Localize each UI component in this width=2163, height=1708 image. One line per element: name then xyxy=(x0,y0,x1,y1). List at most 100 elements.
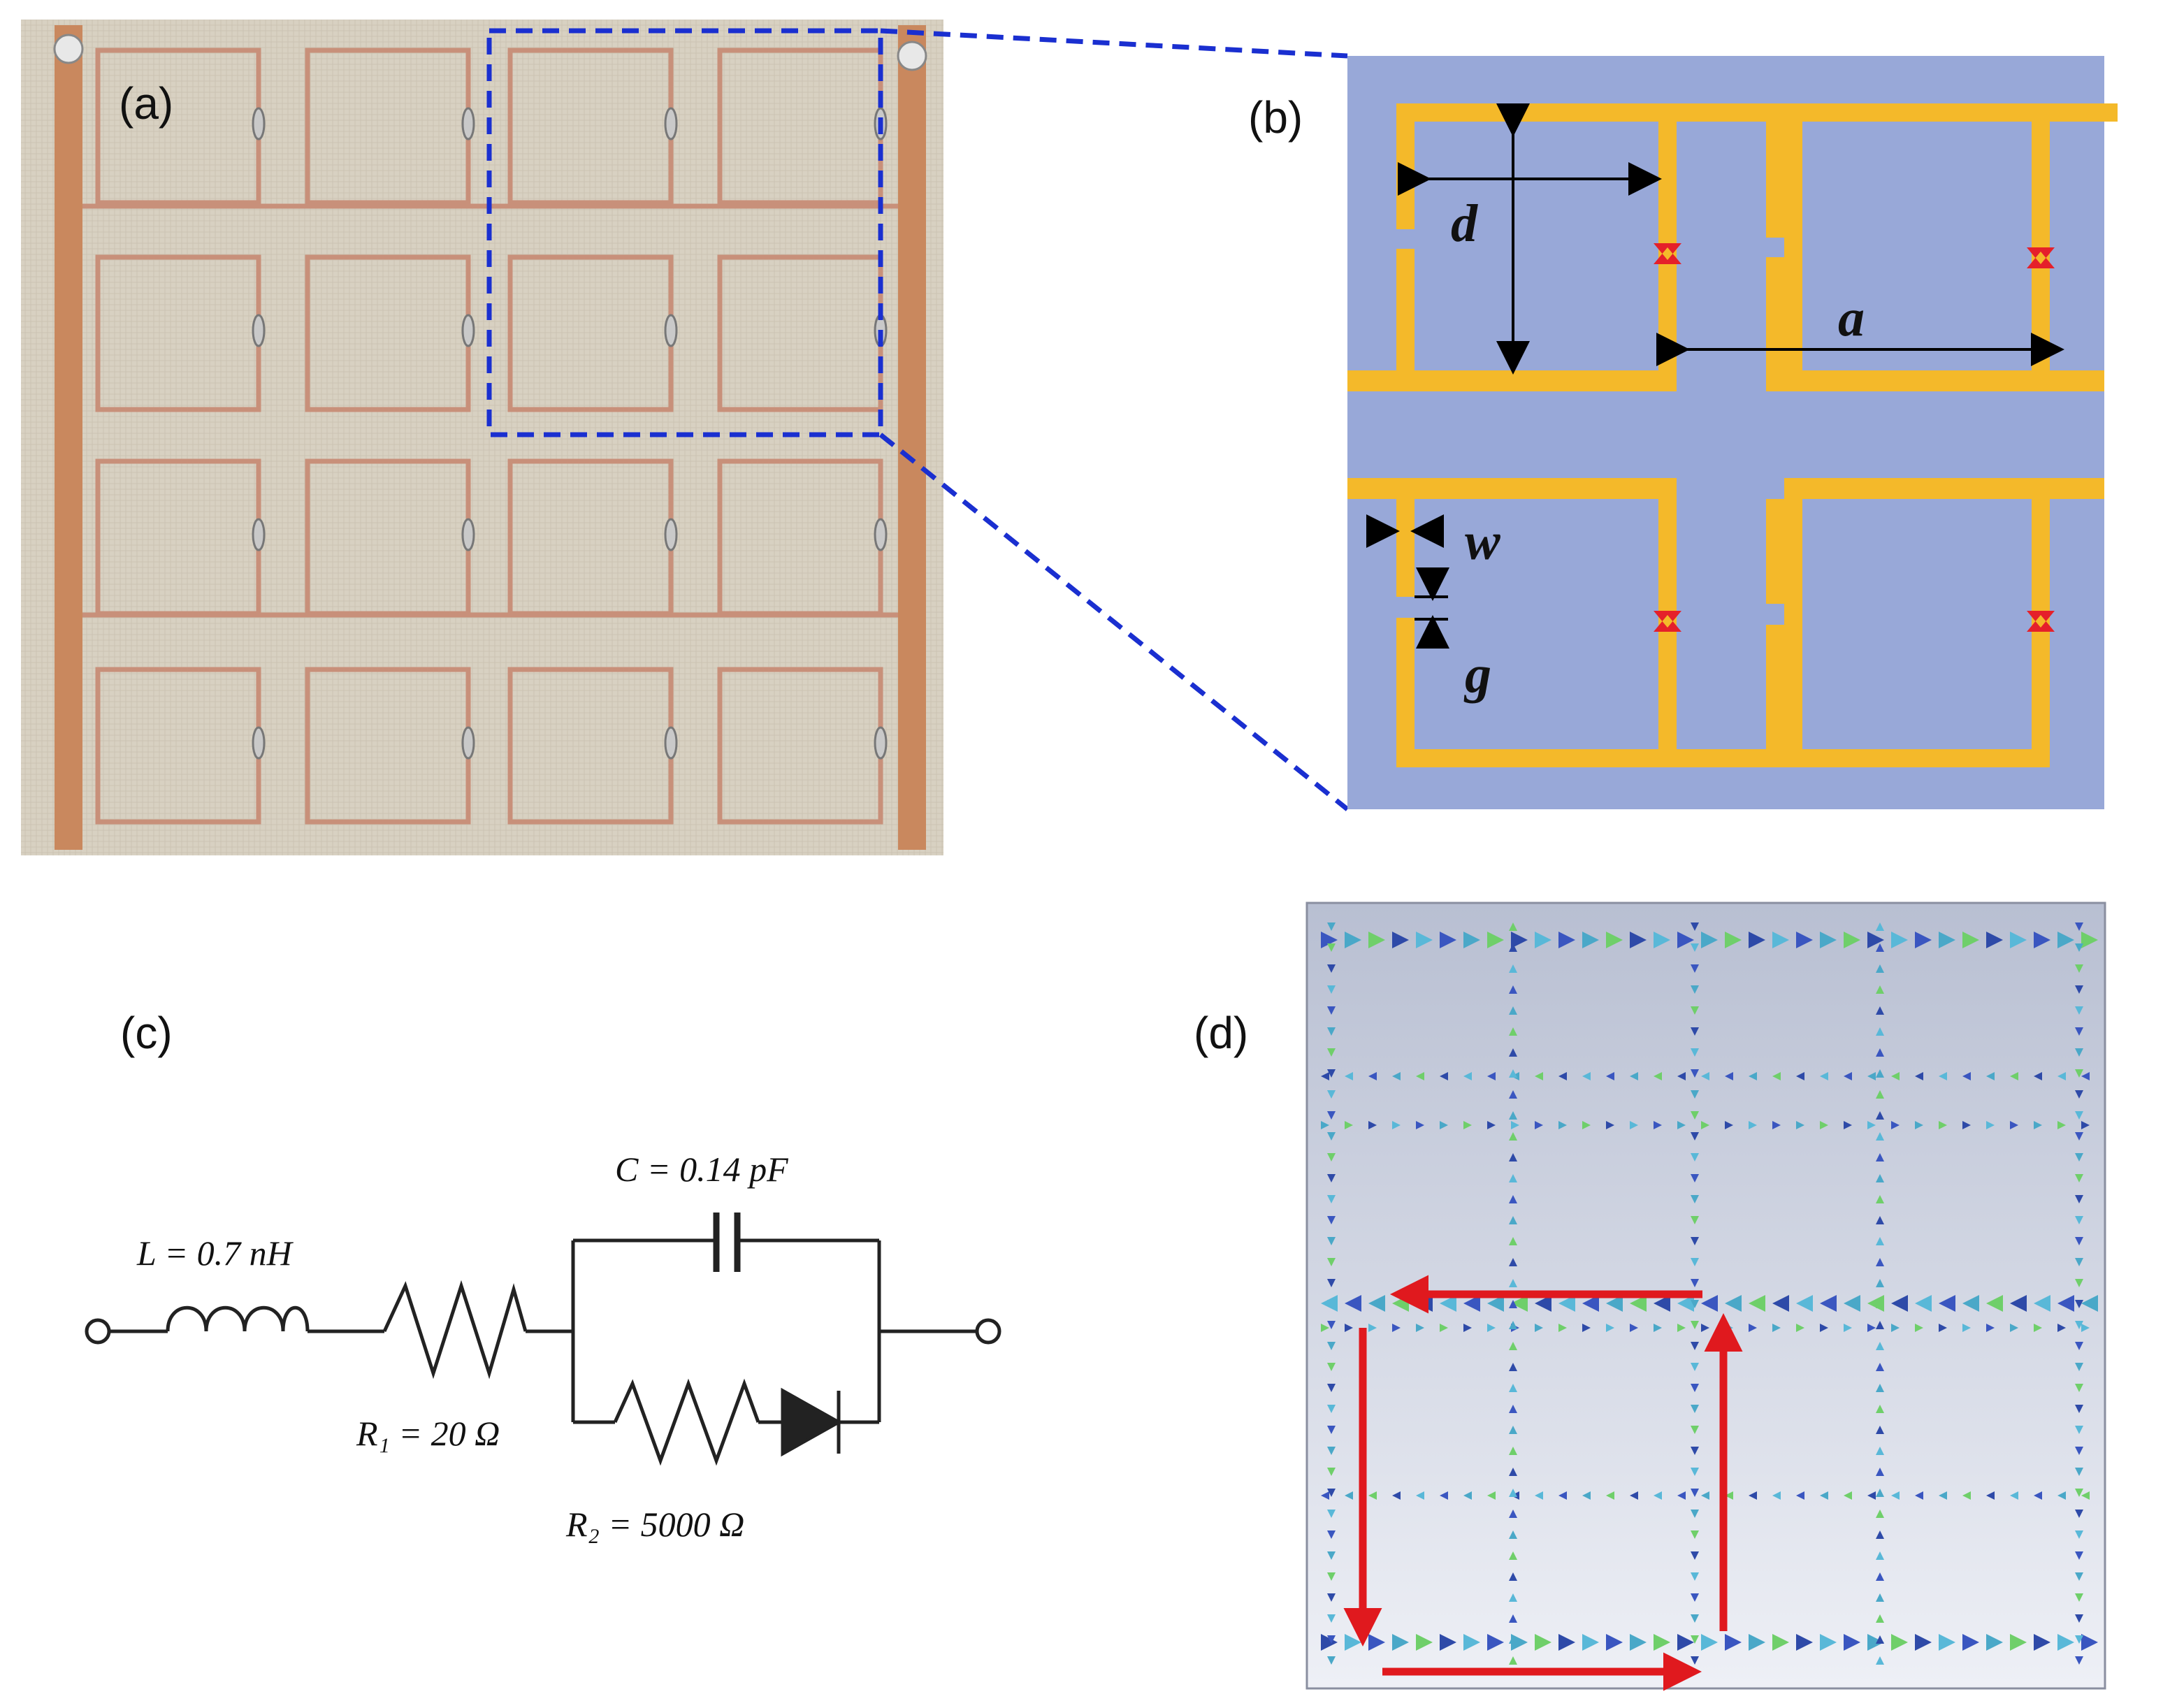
current-arrow xyxy=(1876,1006,1884,1015)
current-arrow xyxy=(1321,1072,1329,1080)
current-arrow xyxy=(2075,1195,2083,1203)
current-arrow xyxy=(1416,932,1433,948)
current-arrow xyxy=(1844,1121,1852,1129)
current-arrow xyxy=(1509,1216,1517,1224)
current-arrow xyxy=(1691,1384,1699,1392)
current-arrow xyxy=(1630,932,1647,948)
current-arrow xyxy=(1691,1447,1699,1455)
current-arrow xyxy=(1749,1295,1765,1312)
current-arrow xyxy=(1939,1072,1947,1080)
current-arrow xyxy=(2075,1300,2083,1308)
current-arrow xyxy=(1820,1491,1828,1500)
current-arrow xyxy=(1691,1027,1699,1036)
current-arrow xyxy=(1867,1324,1876,1332)
current-arrow xyxy=(1691,1614,1699,1623)
current-arrow xyxy=(2034,1072,2042,1080)
current-arrow xyxy=(1582,1324,1591,1332)
current-arrow xyxy=(2075,1279,2083,1287)
current-arrow xyxy=(2057,1491,2066,1500)
current-arrow xyxy=(1345,1491,1353,1500)
current-arrow xyxy=(1558,932,1575,948)
current-arrow xyxy=(2010,1295,2027,1312)
panel-b-model: d a w g (b) xyxy=(1248,56,2118,809)
current-arrow xyxy=(2075,1027,2083,1036)
current-arrow xyxy=(1327,1279,1336,1287)
current-arrow xyxy=(1535,1072,1543,1080)
current-arrow xyxy=(1691,1363,1699,1371)
current-arrow xyxy=(1891,1072,1900,1080)
current-arrow xyxy=(1876,1530,1884,1539)
current-arrow xyxy=(1876,1510,1884,1518)
current-arrow xyxy=(1691,1342,1699,1350)
photo-diode-2-1 xyxy=(461,518,475,551)
current-arrow xyxy=(1876,1489,1884,1497)
current-arrow xyxy=(1915,1491,1923,1500)
current-arrow xyxy=(1939,1295,1955,1312)
current-arrow xyxy=(1463,1324,1472,1332)
current-arrow xyxy=(1535,1295,1551,1312)
current-arrow xyxy=(1749,1634,1765,1651)
current-arrow xyxy=(1677,1072,1686,1080)
current-arrow xyxy=(1701,1072,1709,1080)
current-arrow xyxy=(2075,1405,2083,1413)
current-arrow xyxy=(1509,1279,1517,1287)
current-arrow xyxy=(1327,1174,1336,1182)
current-arrow xyxy=(1509,1258,1517,1266)
current-arrow xyxy=(1440,1072,1448,1080)
current-arrow xyxy=(1327,1551,1336,1560)
current-arrow xyxy=(1939,1121,1947,1129)
current-arrow xyxy=(1772,1295,1789,1312)
current-arrow xyxy=(1535,1121,1543,1129)
current-arrow xyxy=(2081,1295,2098,1312)
current-arrow xyxy=(1509,922,1517,931)
photo-diode-1-2 xyxy=(664,314,678,347)
current-arrow xyxy=(2010,1634,2027,1651)
panel-d-current-map: (d) xyxy=(1194,902,2106,1691)
current-arrow xyxy=(1327,1027,1336,1036)
current-arrow xyxy=(1630,1491,1638,1500)
current-arrow xyxy=(1368,1324,1377,1332)
current-arrow xyxy=(1327,1530,1336,1539)
current-arrow xyxy=(1321,1324,1329,1332)
current-arrow xyxy=(1327,985,1336,994)
current-arrow xyxy=(1321,1634,1338,1651)
current-arrow xyxy=(1509,1069,1517,1078)
current-arrow xyxy=(1820,1634,1837,1651)
current-arrow xyxy=(1691,1635,1699,1644)
current-arrow xyxy=(1986,1634,2003,1651)
current-arrow xyxy=(1691,1111,1699,1120)
current-arrow xyxy=(1327,1300,1336,1308)
current-arrow xyxy=(1876,1300,1884,1308)
current-arrow xyxy=(2075,985,2083,994)
current-arrow xyxy=(2034,1634,2050,1651)
current-arrow xyxy=(1867,1634,1884,1651)
current-arrow xyxy=(2034,1491,2042,1500)
current-arrow xyxy=(1876,985,1884,994)
current-arrow xyxy=(1582,1491,1591,1500)
current-arrow xyxy=(1321,1121,1329,1129)
current-arrow xyxy=(1440,1324,1448,1332)
current-arrow xyxy=(1606,1634,1623,1651)
current-arrow xyxy=(1962,932,1979,948)
panel-b-label: (b) xyxy=(1248,92,1303,143)
current-arrow xyxy=(2075,964,2083,973)
photo-diode-3-3 xyxy=(874,726,888,760)
current-arrow xyxy=(1606,932,1623,948)
photo-diode-2-3 xyxy=(874,518,888,551)
current-arrow xyxy=(1509,1195,1517,1203)
current-arrow xyxy=(1509,1048,1517,1057)
current-arrow xyxy=(1867,932,1884,948)
current-arrow xyxy=(1327,1048,1336,1057)
current-arrow xyxy=(1691,1530,1699,1539)
current-arrow xyxy=(1876,1656,1884,1665)
current-arrow-field xyxy=(1321,922,2098,1665)
current-arrow xyxy=(1876,1342,1884,1350)
current-arrow xyxy=(1558,1634,1575,1651)
current-arrow xyxy=(1582,1295,1599,1312)
current-arrow xyxy=(1820,1072,1828,1080)
current-arrow xyxy=(1327,1614,1336,1623)
current-arrow xyxy=(1962,1324,1971,1332)
current-arrow xyxy=(1654,1072,1662,1080)
current-arrow xyxy=(1509,1111,1517,1120)
panel-d-label: (d) xyxy=(1194,1008,1248,1058)
